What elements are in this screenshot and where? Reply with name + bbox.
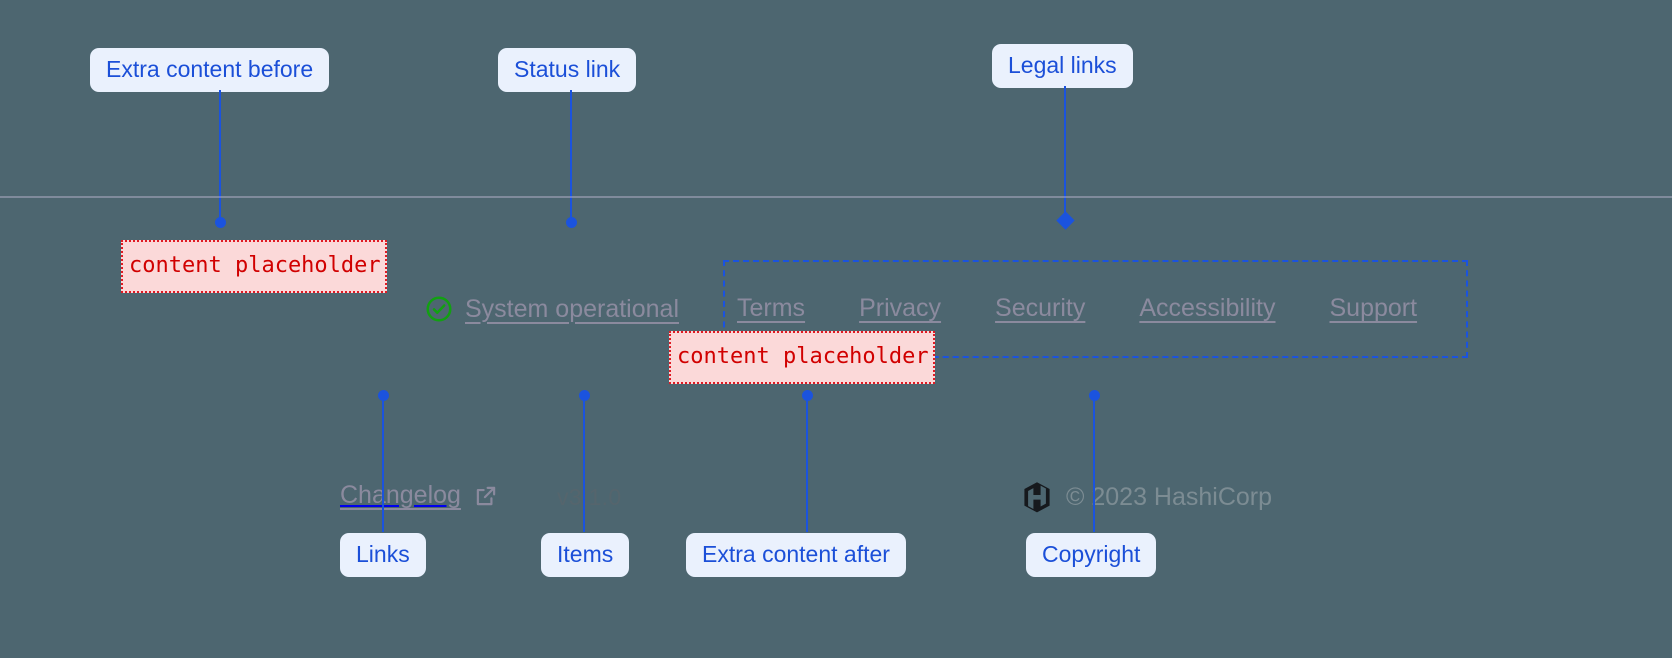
callout-label: Extra content after: [702, 541, 890, 567]
leader-dot-extra-content-before: [215, 217, 226, 228]
leader-line-extra-content-after: [806, 396, 808, 532]
callout-legal-links: Legal links: [992, 44, 1133, 89]
legal-links-list: Terms Privacy Security Accessibility Sup…: [737, 294, 1417, 323]
extra-content-before-placeholder: content placeholder: [121, 240, 387, 293]
changelog-link[interactable]: Changelog: [340, 481, 499, 510]
callout-items: Items: [541, 533, 630, 578]
footer-top-divider: [0, 196, 1672, 198]
leader-dot-extra-content-after: [802, 390, 813, 401]
leader-line-copyright: [1093, 396, 1095, 532]
leader-dot-status-link: [566, 217, 577, 228]
callout-label: Extra content before: [106, 56, 314, 82]
legal-link-security[interactable]: Security: [995, 294, 1086, 322]
external-link-icon: [473, 483, 499, 509]
placeholder-text: content placeholder: [129, 253, 381, 278]
leader-line-links: [382, 396, 384, 532]
callout-status-link: Status link: [498, 48, 637, 93]
version-label: v3.1.0: [557, 484, 622, 510]
footer-row-secondary: Changelog v3.1.0 content placeholder © 2…: [0, 331, 1672, 513]
leader-dot-copyright: [1089, 390, 1100, 401]
leader-dot-links: [378, 390, 389, 401]
callout-label: Links: [356, 541, 410, 567]
leader-dot-items: [579, 390, 590, 401]
callout-extra-content-before: Extra content before: [90, 48, 330, 93]
callout-extra-content-after: Extra content after: [686, 533, 906, 578]
footer-row-primary: content placeholder System operational T…: [0, 240, 1672, 358]
changelog-label: Changelog: [340, 481, 461, 509]
legal-link-accessibility[interactable]: Accessibility: [1139, 294, 1276, 322]
leader-line-items: [583, 396, 585, 532]
copyright: © 2023 HashiCorp: [1021, 481, 1272, 514]
callout-label: Items: [557, 541, 614, 567]
status-link-label: System operational: [465, 294, 680, 323]
legal-link-privacy[interactable]: Privacy: [859, 294, 942, 322]
check-circle-icon: [424, 294, 454, 324]
hashicorp-logo: [1021, 481, 1053, 514]
leader-line-extra-content-before: [219, 90, 221, 222]
callout-copyright: Copyright: [1026, 533, 1157, 578]
legal-links-highlight-box: [723, 260, 1468, 358]
callout-links: Links: [340, 533, 426, 578]
callout-label: Legal links: [1008, 52, 1117, 78]
footer: content placeholder System operational T…: [0, 198, 1672, 513]
legal-link-terms[interactable]: Terms: [737, 294, 806, 322]
callout-label: Copyright: [1042, 541, 1141, 567]
placeholder-text: content placeholder: [677, 344, 929, 369]
copyright-text: © 2023 HashiCorp: [1066, 483, 1273, 511]
leader-line-status-link: [570, 90, 572, 222]
extra-content-after-placeholder: content placeholder: [669, 331, 935, 384]
status-link[interactable]: System operational: [424, 294, 679, 324]
legal-link-support[interactable]: Support: [1329, 294, 1418, 322]
callout-label: Status link: [514, 56, 621, 82]
leader-line-legal-links: [1064, 86, 1066, 220]
